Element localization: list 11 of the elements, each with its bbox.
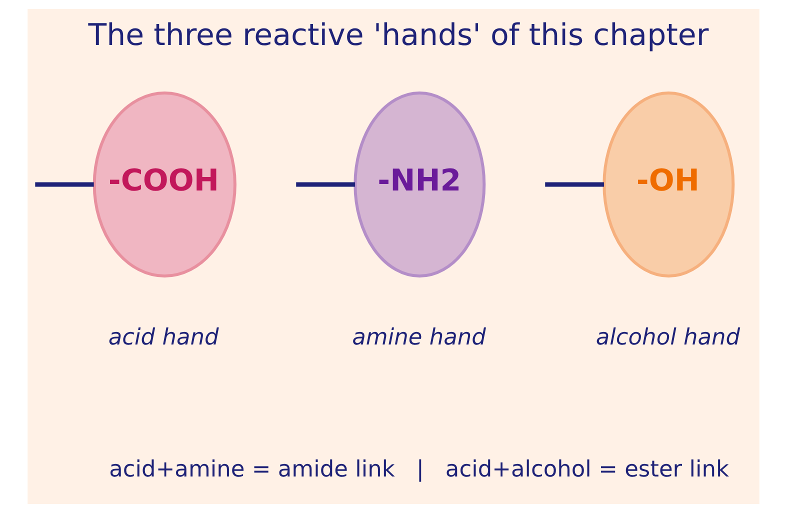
- connector: [35, 182, 94, 186]
- node-label: acid hand: [108, 324, 219, 350]
- node-ellipse: -COOH: [92, 91, 236, 277]
- node-label: alcohol hand: [596, 324, 740, 350]
- label: acid+amine = amide link | acid+alcohol = ester link: [109, 456, 730, 482]
- node-ellipse: -NH2: [354, 91, 486, 277]
- diagram-title: The three reactive 'hands' of this chapter: [88, 18, 709, 52]
- connector: [545, 182, 604, 186]
- node-ellipse: -OH: [602, 91, 735, 277]
- node-label: amine hand: [352, 324, 486, 350]
- connector: [296, 182, 355, 186]
